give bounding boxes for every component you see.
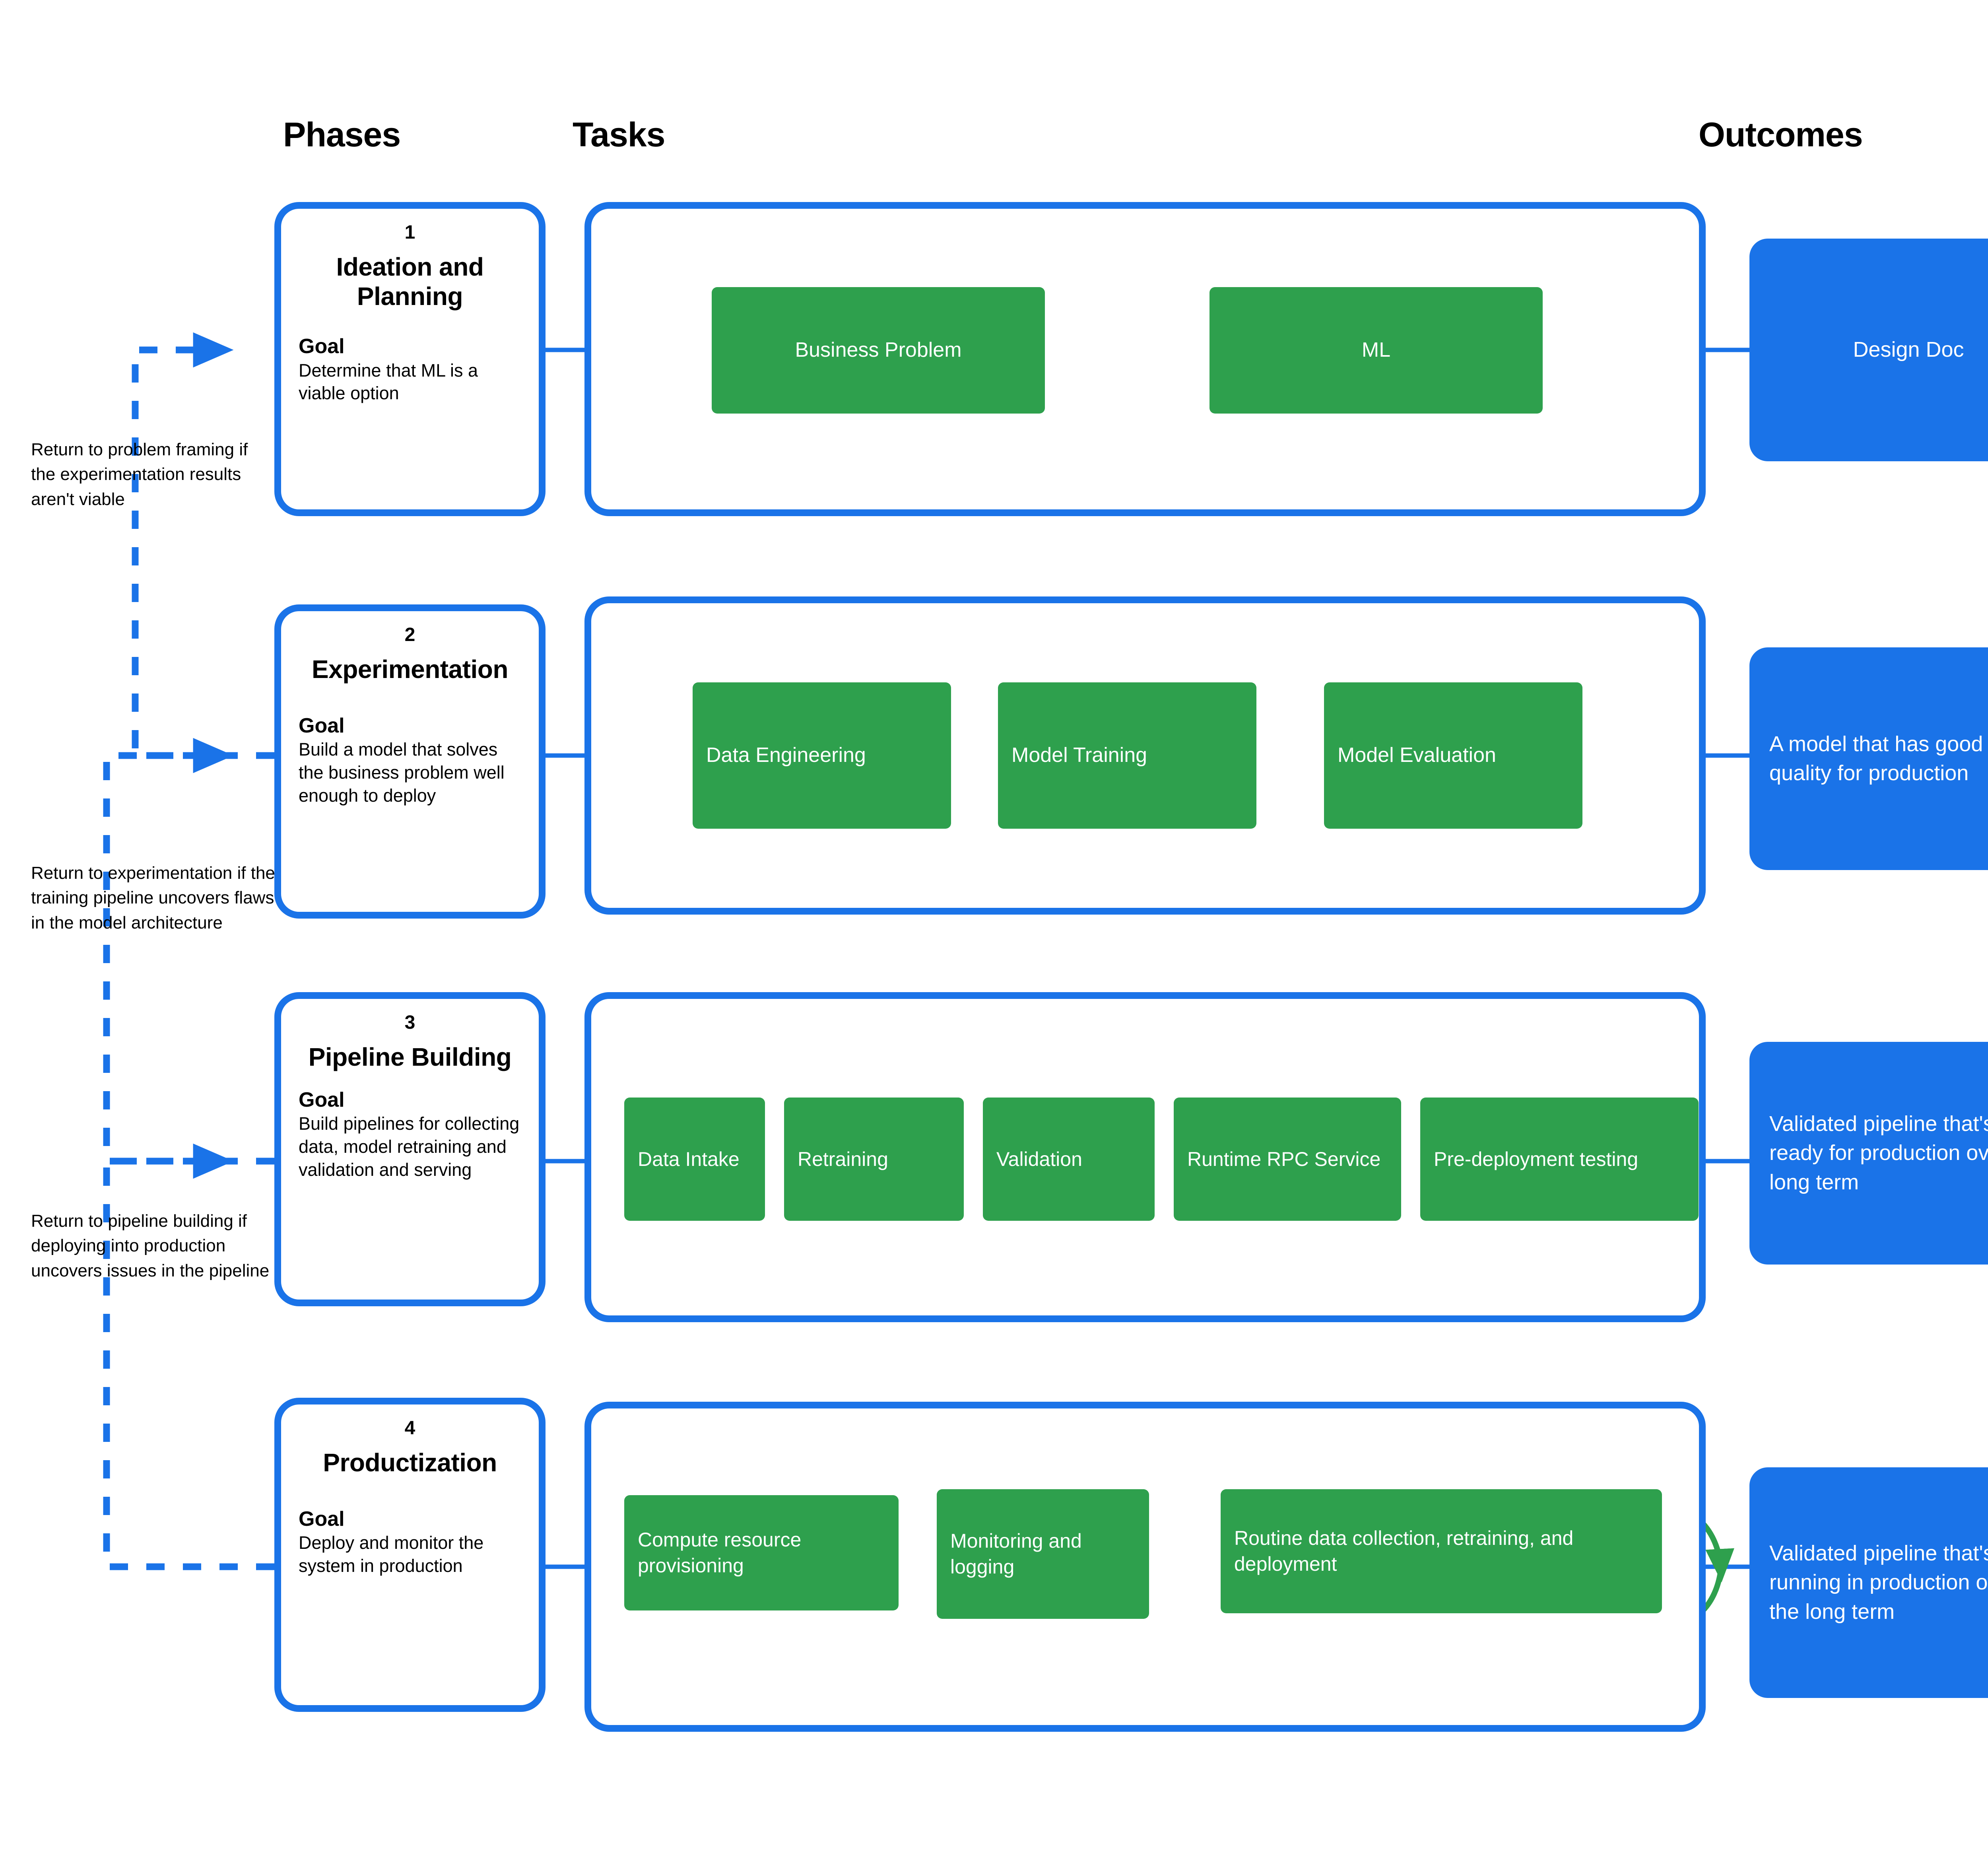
phase-number-1: 1	[404, 222, 415, 243]
column-header-outcomes: Outcomes	[1699, 116, 1863, 154]
phase-goal-label-1: Goal	[299, 335, 345, 358]
column-header-tasks: Tasks	[573, 116, 665, 154]
task-box-pre-deployment-testing[interactable]: Pre-deployment testing	[1420, 1098, 1699, 1221]
tasks-to-outcome-connectors	[1706, 348, 1749, 1569]
phase-to-tasks-connectors	[546, 348, 584, 1569]
phase-goal-text-2: Build a model that solves the business p…	[299, 739, 505, 806]
phase-card-1[interactable]: 1 Ideation and Planning Goal Determine t…	[274, 202, 546, 516]
phase-goal-text-1: Determine that ML is a viable option	[299, 360, 478, 404]
task-box-business-problem[interactable]: Business Problem	[712, 287, 1045, 414]
task-label: Validation	[996, 1148, 1082, 1170]
phase-goal-text-4: Deploy and monitor the system in product…	[299, 1533, 484, 1576]
task-box-routine-data-collection[interactable]: Routine data collection, retraining, and…	[1221, 1489, 1662, 1613]
outcome-box-2[interactable]: A model that has good quality for produc…	[1749, 647, 1988, 870]
task-label: Model Evaluation	[1338, 744, 1496, 767]
phase-title-3: Pipeline Building	[308, 1042, 512, 1071]
task-box-monitoring-and-logging[interactable]: Monitoring and logging	[937, 1489, 1149, 1619]
outcome-box-3[interactable]: Validated pipeline that's ready for prod…	[1749, 1042, 1988, 1265]
task-box-model-training[interactable]: Model Training	[998, 682, 1256, 829]
task-label: Pre-deployment testing	[1434, 1148, 1639, 1170]
task-label: Routine data collection, retraining, and…	[1234, 1527, 1574, 1575]
phase-title-4: Productization	[323, 1448, 497, 1477]
task-label: Data Engineering	[706, 744, 866, 767]
outcome-label: Validated pipeline that's running in pro…	[1769, 1541, 1988, 1624]
phase-goal-text-3: Build pipelines for collecting data, mod…	[299, 1113, 520, 1180]
phase-goal-label-2: Goal	[299, 714, 345, 738]
phase-goal-label-4: Goal	[299, 1507, 345, 1531]
task-box-runtime-rpc-service[interactable]: Runtime RPC Service	[1174, 1098, 1401, 1221]
phase-number-3: 3	[404, 1012, 415, 1033]
task-box-validation[interactable]: Validation	[983, 1098, 1155, 1221]
task-box-compute-resource-provisioning[interactable]: Compute resource provisioning	[624, 1495, 899, 1610]
task-box-retraining[interactable]: Retraining	[784, 1098, 964, 1221]
task-box-data-intake[interactable]: Data Intake	[624, 1098, 765, 1221]
task-box-data-engineering[interactable]: Data Engineering	[693, 682, 951, 829]
task-label: Model Training	[1011, 744, 1147, 767]
phase-card-4[interactable]: 4 Productization Goal Deploy and monitor…	[274, 1398, 546, 1712]
outcome-box-4[interactable]: Validated pipeline that's running in pro…	[1749, 1467, 1988, 1698]
phase-card-3[interactable]: 3 Pipeline Building Goal Build pipelines…	[274, 992, 546, 1306]
phase-card-2[interactable]: 2 Experimentation Goal Build a model tha…	[274, 604, 546, 919]
left-feedback-arrows	[103, 332, 274, 1570]
phase-title-2: Experimentation	[312, 655, 508, 684]
outcome-label: A model that has good quality for produc…	[1769, 732, 1983, 785]
task-label: Runtime RPC Service	[1187, 1148, 1381, 1170]
task-label: Data Intake	[638, 1148, 740, 1170]
outcome-box-1[interactable]: Design Doc	[1749, 239, 1988, 461]
task-label: Compute resource provisioning	[638, 1529, 802, 1577]
annotation-return-to-problem-framing: Return to problem framing if the experim…	[31, 440, 248, 509]
task-box-ml[interactable]: ML	[1209, 287, 1543, 414]
phase-goal-label-3: Goal	[299, 1088, 345, 1112]
phase-number-2: 2	[404, 624, 415, 645]
phase-title-1: Ideation and Planning	[336, 252, 484, 311]
annotation-return-to-pipeline-building: Return to pipeline building if deploying…	[31, 1211, 270, 1280]
annotation-return-to-experimentation: Return to experimentation if the trainin…	[31, 863, 275, 932]
task-box-model-evaluation[interactable]: Model Evaluation	[1324, 682, 1582, 829]
column-header-phases: Phases	[283, 116, 401, 154]
task-label: Monitoring and logging	[950, 1530, 1082, 1578]
phase-number-4: 4	[404, 1418, 415, 1439]
outcome-label: Validated pipeline that's ready for prod…	[1769, 1111, 1988, 1194]
task-label: Retraining	[798, 1148, 888, 1170]
